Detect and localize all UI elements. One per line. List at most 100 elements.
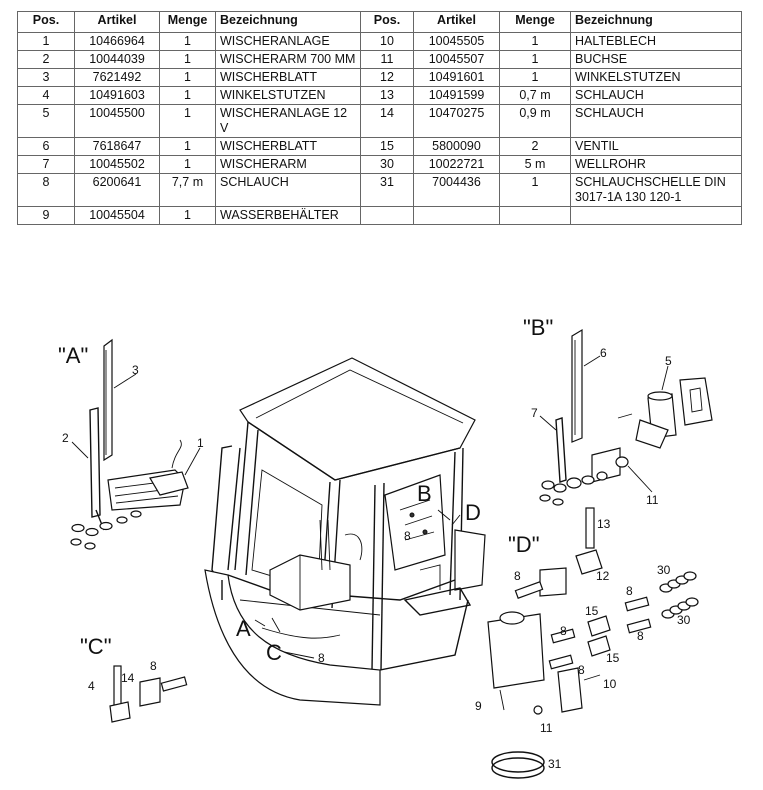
header-menge: Menge [159, 11, 216, 33]
table-cell: 1 [159, 137, 216, 156]
table-cell: 10491599 [413, 86, 500, 105]
table-cell: 12 [360, 68, 414, 87]
table-cell: 10022721 [413, 155, 500, 174]
table-cell [499, 206, 571, 225]
table-cell: 5800090 [413, 137, 500, 156]
table-cell: 1 [159, 155, 216, 174]
table-cell: WISCHERANLAGE 12 V [215, 104, 361, 138]
table-cell: 11 [360, 50, 414, 69]
table-cell: 7,7 m [159, 173, 216, 207]
table-cell: 10045507 [413, 50, 500, 69]
cab-markers: A B C D 8 8 [236, 481, 481, 665]
callout-11-b: 11 [646, 493, 659, 507]
table-cell: 10470275 [413, 104, 500, 138]
callout-8-c: 8 [150, 659, 157, 673]
table-cell [413, 206, 500, 225]
table-cell: 5 m [499, 155, 571, 174]
callout-10: 10 [603, 677, 617, 691]
table-cell: 1 [499, 68, 571, 87]
exploded-parts-drawing: "A" 3 2 1 A B C D [58, 315, 713, 779]
callout-8-d2: 8 [560, 624, 567, 638]
table-cell: SCHLAUCHSCHELLE DIN 3017-1A 130 120-1 [570, 173, 742, 207]
callout-11-d: 11 [540, 721, 553, 735]
view-label-d: "D" [508, 532, 540, 557]
header-artikel-2: Artikel [413, 11, 500, 33]
callout-31: 31 [548, 757, 562, 771]
table-cell: 1 [159, 50, 216, 69]
callout-8-d1: 8 [514, 569, 521, 583]
table-cell: 7621492 [74, 68, 160, 87]
table-cell: WELLROHR [570, 155, 742, 174]
callout-8-d5: 8 [637, 629, 644, 643]
table-cell: 7618647 [74, 137, 160, 156]
table-cell: WISCHERBLATT [215, 68, 361, 87]
table-cell: 6200641 [74, 173, 160, 207]
callout-30-a: 30 [657, 563, 671, 577]
header-bezeichnung-2: Bezeichnung [570, 11, 742, 33]
callout-7: 7 [531, 406, 538, 420]
table-cell: WISCHERANLAGE [215, 32, 361, 51]
table-cell: 1 [17, 32, 75, 51]
table-cell: 3 [17, 68, 75, 87]
view-label-b: "B" [523, 315, 553, 340]
table-cell: 1 [159, 104, 216, 138]
callout-15-b: 15 [606, 651, 620, 665]
cab-marker-b: B [417, 481, 432, 506]
table-cell: 0,7 m [499, 86, 571, 105]
table-cell: WISCHERARM [215, 155, 361, 174]
table-cell [360, 206, 414, 225]
table-cell: WISCHERBLATT [215, 137, 361, 156]
table-cell: 30 [360, 155, 414, 174]
table-cell: 7004436 [413, 173, 500, 207]
table-cell: 10466964 [74, 32, 160, 51]
table-cell: SCHLAUCH [570, 104, 742, 138]
header-pos-2: Pos. [360, 11, 414, 33]
cab-marker-a: A [236, 616, 251, 641]
callout-3: 3 [132, 363, 139, 377]
header-bezeichnung: Bezeichnung [215, 11, 361, 33]
table-cell: 8 [17, 173, 75, 207]
table-cell: WINKELSTUTZEN [215, 86, 361, 105]
table-cell: 4 [17, 86, 75, 105]
table-cell: WINKELSTUTZEN [570, 68, 742, 87]
view-a-detail: "A" 3 2 1 [58, 338, 204, 550]
table-cell: 1 [159, 68, 216, 87]
callout-14: 14 [121, 671, 135, 685]
table-cell: 10491603 [74, 86, 160, 105]
table-cell: 14 [360, 104, 414, 138]
table-header-row: Pos. Artikel Menge Bezeichnung Pos. Arti… [17, 11, 742, 33]
table-cell: 10045500 [74, 104, 160, 138]
callout-30-b: 30 [677, 613, 691, 627]
callout-15-a: 15 [585, 604, 599, 618]
table-cell: 6 [17, 137, 75, 156]
table-cell: 7 [17, 155, 75, 174]
callout-8-d3: 8 [578, 663, 585, 677]
view-label-c: "C" [80, 634, 112, 659]
table-cell: SCHLAUCH [215, 173, 361, 207]
view-d-detail: "D" 13 12 8 9 11 31 10 8 8 8 8 [475, 507, 699, 779]
table-cell: 5 [17, 104, 75, 138]
table-cell: 1 [499, 173, 571, 207]
header-menge-2: Menge [499, 11, 571, 33]
table-cell: 15 [360, 137, 414, 156]
cab-marker-c: C [266, 640, 282, 665]
table-cell: 10044039 [74, 50, 160, 69]
table-cell [570, 206, 742, 225]
callout-1: 1 [197, 436, 204, 450]
table-cell: SCHLAUCH [570, 86, 742, 105]
callout-8-cab-front: 8 [318, 651, 325, 665]
table-cell: 1 [499, 50, 571, 69]
callout-9: 9 [475, 699, 482, 713]
callout-6: 6 [600, 346, 607, 360]
table-cell: 10045504 [74, 206, 160, 225]
